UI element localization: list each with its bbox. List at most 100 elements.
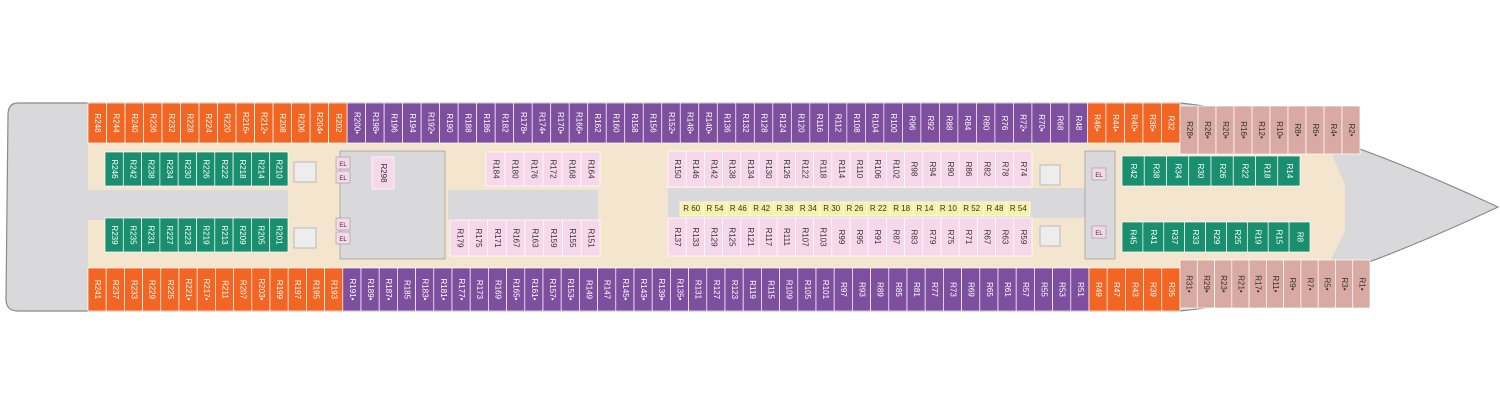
- cabin[interactable]: R57: [1015, 267, 1035, 312]
- cabin[interactable]: R232: [161, 102, 181, 144]
- cabin[interactable]: R102: [886, 150, 905, 188]
- cabin[interactable]: R235: [122, 217, 142, 253]
- cabin[interactable]: R181•: [433, 267, 453, 312]
- cabin[interactable]: R111: [776, 217, 796, 257]
- cabin[interactable]: R32: [1161, 102, 1181, 144]
- cabin[interactable]: R48: [1068, 102, 1088, 144]
- cabin[interactable]: R 54: [1006, 201, 1031, 217]
- cabin[interactable]: R213: [214, 217, 234, 253]
- cabin[interactable]: R203•: [251, 267, 271, 312]
- cabin[interactable]: R22: [1232, 155, 1256, 187]
- cabin[interactable]: R 46: [726, 201, 751, 217]
- cabin[interactable]: R216•: [235, 102, 255, 144]
- cabin[interactable]: R127: [706, 267, 726, 312]
- cabin[interactable]: R42: [1121, 155, 1145, 187]
- cabin[interactable]: R97: [833, 267, 853, 312]
- cabin[interactable]: R47: [1106, 267, 1126, 312]
- cabin[interactable]: R136: [716, 102, 737, 144]
- cabin[interactable]: R220: [217, 102, 237, 144]
- cabin[interactable]: R100: [883, 102, 903, 144]
- cabin[interactable]: R198•: [365, 102, 385, 144]
- cabin[interactable]: R44•: [1105, 102, 1125, 144]
- cabin[interactable]: R98: [904, 150, 924, 188]
- cabin[interactable]: R176: [523, 151, 544, 187]
- cabin[interactable]: R26•: [1197, 105, 1217, 155]
- cabin[interactable]: R239: [104, 217, 124, 253]
- cabin[interactable]: R11•: [1266, 259, 1284, 309]
- cabin[interactable]: R117: [758, 217, 778, 257]
- cabin[interactable]: R178•: [513, 102, 533, 144]
- cabin[interactable]: R218: [232, 151, 252, 187]
- cabin[interactable]: R 60: [679, 201, 704, 217]
- cabin[interactable]: R190: [439, 102, 459, 144]
- cabin[interactable]: R175: [468, 219, 488, 257]
- cabin[interactable]: R8•: [1287, 105, 1307, 155]
- cabin[interactable]: R132: [735, 102, 755, 144]
- cabin[interactable]: R55: [1034, 267, 1053, 312]
- elevator[interactable]: [335, 217, 351, 231]
- cabin[interactable]: R206: [291, 102, 311, 144]
- cabin[interactable]: R75: [940, 217, 960, 257]
- cabin[interactable]: R40•: [1124, 102, 1144, 144]
- cabin[interactable]: R114: [831, 150, 851, 188]
- cabin[interactable]: R165•: [506, 267, 526, 312]
- cabin[interactable]: R125: [722, 217, 742, 257]
- cabin[interactable]: R7•: [1300, 259, 1319, 309]
- cabin[interactable]: R37: [1163, 221, 1186, 253]
- cabin[interactable]: R187•: [378, 267, 398, 312]
- cabin[interactable]: R171: [487, 219, 507, 257]
- cabin[interactable]: R133: [685, 217, 705, 257]
- cabin[interactable]: R153•: [560, 267, 580, 312]
- cabin[interactable]: R170•: [550, 102, 570, 144]
- cabin[interactable]: R162: [587, 102, 607, 144]
- cabin[interactable]: R 52: [959, 201, 984, 217]
- cabin[interactable]: R156: [642, 102, 663, 144]
- cabin[interactable]: R298: [371, 156, 395, 190]
- cabin[interactable]: R131: [688, 267, 708, 312]
- cabin[interactable]: R51: [1070, 267, 1090, 312]
- cabin[interactable]: R1•: [1352, 259, 1371, 309]
- cabin[interactable]: R196: [383, 102, 403, 144]
- cabin[interactable]: R230: [177, 151, 197, 187]
- cabin[interactable]: R53: [1052, 267, 1072, 312]
- cabin[interactable]: R207: [233, 267, 253, 312]
- cabin[interactable]: R29•: [1196, 259, 1215, 309]
- cabin[interactable]: R112: [827, 102, 848, 144]
- cabin[interactable]: R15: [1267, 221, 1290, 253]
- cabin[interactable]: R128: [753, 102, 774, 144]
- cabin[interactable]: R151: [580, 219, 601, 257]
- cabin[interactable]: R79: [922, 217, 942, 257]
- cabin[interactable]: R147: [597, 267, 617, 312]
- cabin[interactable]: R 42: [749, 201, 774, 217]
- cabin[interactable]: R129: [704, 217, 723, 257]
- cabin[interactable]: R10•: [1269, 105, 1289, 155]
- cabin[interactable]: R228: [180, 102, 200, 144]
- cabin[interactable]: R139•: [651, 267, 671, 312]
- cabin[interactable]: R124: [772, 102, 792, 144]
- cabin[interactable]: R202: [328, 102, 348, 144]
- cabin[interactable]: R172: [542, 151, 563, 187]
- cabin[interactable]: R39: [1143, 267, 1163, 312]
- cabin[interactable]: R34: [1166, 155, 1190, 187]
- cabin[interactable]: R101: [815, 267, 835, 312]
- cabin[interactable]: R209: [232, 217, 252, 253]
- cabin[interactable]: R38: [1143, 155, 1167, 187]
- cabin[interactable]: R46•: [1087, 102, 1107, 144]
- cabin[interactable]: R231: [141, 217, 161, 253]
- cabin[interactable]: R240: [124, 102, 144, 144]
- cabin[interactable]: R17•: [1248, 259, 1267, 309]
- cabin[interactable]: R146: [685, 150, 705, 188]
- cabin[interactable]: R78: [995, 150, 1015, 188]
- cabin[interactable]: R197: [287, 267, 307, 312]
- cabin[interactable]: R241: [87, 267, 107, 312]
- cabin[interactable]: R33: [1184, 221, 1206, 253]
- cabin[interactable]: R5•: [1317, 259, 1336, 309]
- cabin[interactable]: R204•: [309, 102, 329, 144]
- cabin[interactable]: R248: [87, 102, 107, 144]
- cabin[interactable]: R103: [813, 217, 833, 257]
- cabin[interactable]: R183•: [415, 267, 435, 312]
- cabin[interactable]: R185: [397, 267, 416, 312]
- elevator[interactable]: [335, 231, 351, 245]
- cabin[interactable]: R95: [849, 217, 869, 257]
- cabin[interactable]: R244: [106, 102, 126, 144]
